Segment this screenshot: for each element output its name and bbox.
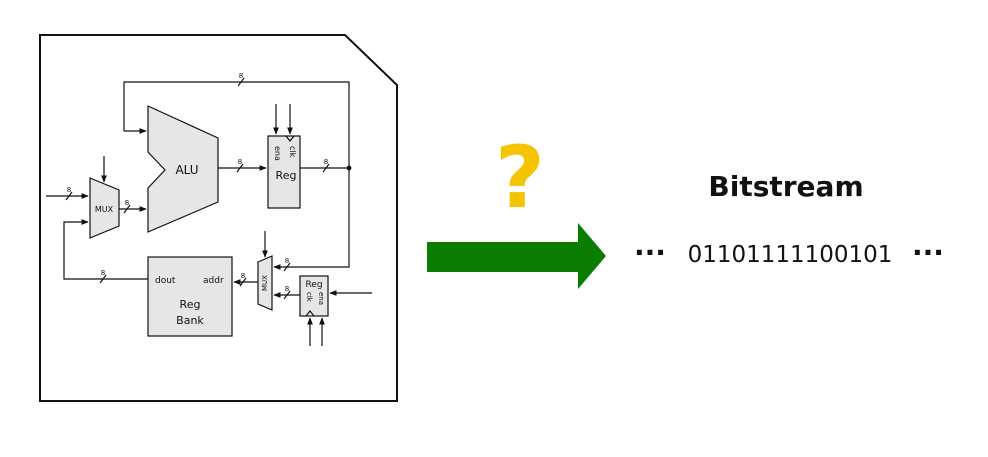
bus-width-label: 8 bbox=[238, 158, 242, 166]
alu-block bbox=[147, 105, 219, 233]
regbank-label-line2: Bank bbox=[176, 314, 204, 327]
bus-width-label: 8 bbox=[67, 186, 71, 194]
feedback-wire-top bbox=[123, 81, 350, 168]
mux-left-block bbox=[89, 177, 120, 239]
bus-slash bbox=[237, 77, 245, 87]
bus-width-label: 8 bbox=[125, 199, 129, 207]
bus-slash bbox=[283, 262, 291, 272]
mux-right-block bbox=[257, 255, 273, 311]
regbank-addr-label: addr bbox=[203, 276, 224, 286]
bus-width-label: 8 bbox=[285, 257, 289, 265]
regbank-dout-label: dout bbox=[155, 276, 176, 286]
bus-to-mux-right bbox=[273, 168, 350, 270]
bus-width-label: 8 bbox=[101, 269, 105, 277]
bus-slash bbox=[65, 191, 73, 201]
alu-label: ALU bbox=[175, 163, 198, 177]
bitstream-title: Bitstream bbox=[708, 170, 863, 203]
reg-top-clk-triangle bbox=[285, 135, 295, 142]
bus-width-label: 8 bbox=[241, 272, 245, 280]
regbank-label-line1: Reg bbox=[180, 298, 201, 311]
bitstream-dots-right: ··· bbox=[912, 236, 944, 269]
reg-top-clk-label: clk bbox=[288, 146, 297, 158]
bitstream-bits: 01101111100101 bbox=[688, 242, 893, 268]
reg-top-label: Reg bbox=[276, 169, 297, 182]
mux-left-input-b bbox=[63, 219, 110, 280]
reg-small-clk-triangle bbox=[305, 310, 315, 317]
bus-slash bbox=[239, 277, 247, 287]
reg-small-block bbox=[299, 275, 329, 317]
circuit-diagram bbox=[46, 77, 372, 346]
bus-width-label: 8 bbox=[285, 285, 289, 293]
bus-slash bbox=[283, 290, 291, 300]
bus-slash bbox=[322, 163, 330, 173]
bus-slash bbox=[236, 163, 244, 173]
transform-arrow bbox=[427, 223, 606, 289]
reg-top-ena-label: ena bbox=[273, 146, 282, 161]
mux-left-label: MUX bbox=[95, 205, 114, 214]
bus-width-label: 8 bbox=[324, 158, 328, 166]
reg-small-label: Reg bbox=[305, 280, 322, 290]
reg-small-clk-label: clk bbox=[305, 292, 313, 303]
mux-right-label: MUX bbox=[261, 275, 269, 291]
reg-small-ena-label: ena bbox=[317, 292, 325, 305]
regbank-block bbox=[147, 256, 233, 337]
question-mark: ? bbox=[495, 128, 545, 228]
bus-slash bbox=[99, 274, 107, 284]
bus-width-label: 8 bbox=[239, 72, 243, 80]
reg-top-block bbox=[267, 135, 301, 209]
bitstream-dots-left: ··· bbox=[634, 236, 666, 269]
bus-slash bbox=[123, 204, 131, 214]
